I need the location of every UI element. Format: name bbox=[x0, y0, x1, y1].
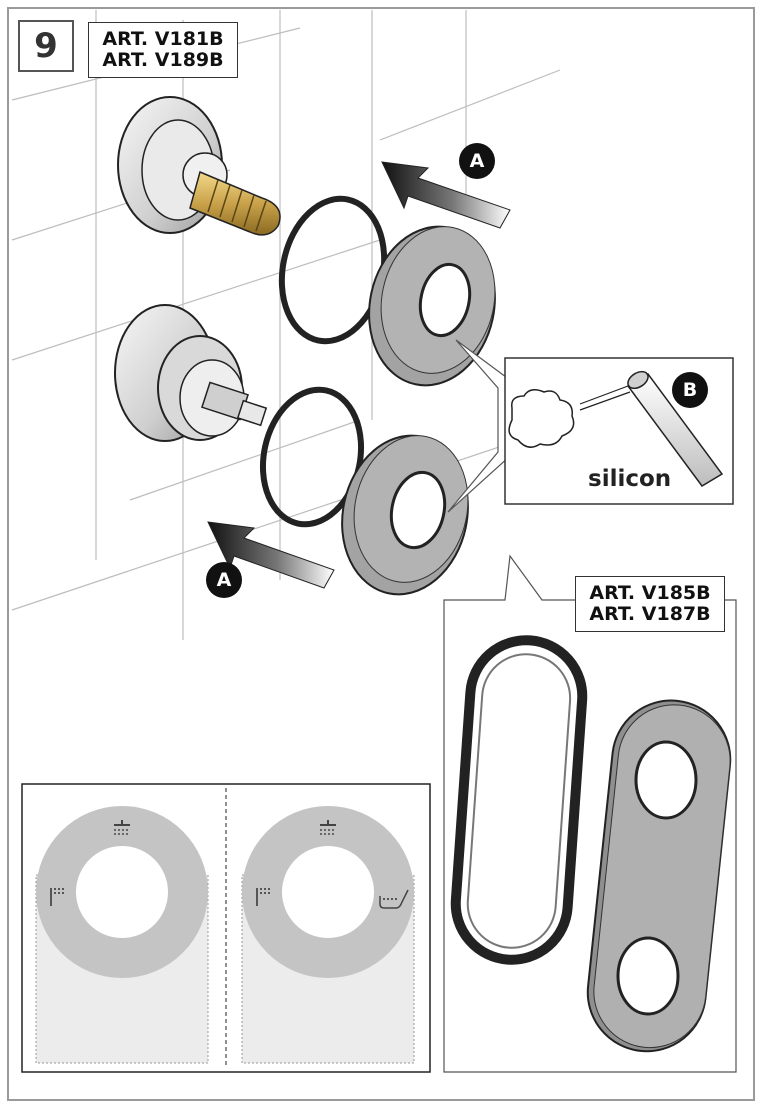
hand-shower-icon bbox=[50, 888, 64, 906]
callout-badge-b: B bbox=[672, 372, 708, 408]
article-codes-alt: ART. V185B ART. V187B bbox=[575, 576, 725, 632]
upper-valve bbox=[117, 96, 281, 236]
overhead-shower-icon bbox=[320, 820, 336, 835]
article-code: ART. V185B bbox=[589, 582, 711, 604]
lower-cover-plate bbox=[341, 434, 469, 596]
alternative-plates-panel bbox=[443, 554, 737, 1073]
silicone-tube-icon bbox=[579, 370, 724, 487]
silicon-label: silicon bbox=[588, 466, 672, 492]
article-code: ART. V189B bbox=[102, 49, 224, 71]
step-number: 9 bbox=[18, 20, 74, 72]
callout-badge-a: A bbox=[459, 143, 495, 179]
callout-badge-a: A bbox=[206, 562, 242, 598]
lower-valve bbox=[114, 304, 268, 442]
diverter-plates-panel bbox=[21, 783, 431, 1073]
page-frame bbox=[7, 7, 755, 1101]
article-code: ART. V181B bbox=[102, 28, 224, 50]
oval-gasket bbox=[450, 635, 588, 965]
oval-cover-plate bbox=[586, 699, 732, 1053]
arrow-icon bbox=[381, 161, 511, 229]
article-code: ART. V187B bbox=[589, 603, 711, 625]
bathtub-icon bbox=[379, 889, 409, 909]
hand-shower-icon bbox=[256, 888, 270, 906]
article-codes-top: ART. V181B ART. V189B bbox=[88, 22, 238, 78]
overhead-shower-icon bbox=[114, 820, 130, 835]
